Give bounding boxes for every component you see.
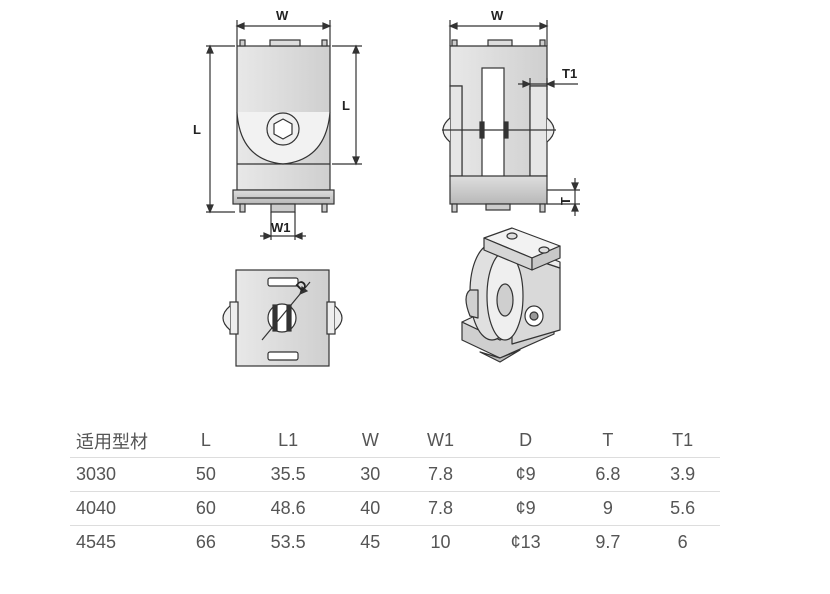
header-d: D	[519, 430, 533, 450]
table-row: 4040 60 48.6 40 7.8 ¢9 9 5.6	[70, 492, 720, 526]
cell-t1: 6	[677, 532, 688, 552]
front-width-label: W	[276, 8, 289, 23]
cell-l: 66	[195, 532, 216, 552]
header-w1: W1	[427, 430, 455, 450]
side-width-label: W	[491, 8, 504, 23]
side-t-label: T	[558, 197, 573, 205]
cell-l1: 35.5	[270, 464, 306, 484]
side-view: W T1 T	[442, 8, 580, 216]
technical-drawing: W L L	[193, 8, 580, 367]
header-l: L	[200, 430, 211, 450]
cell-l1: 48.6	[270, 498, 306, 518]
spec-table: 适用型材 L L1 W W1 D T T1 3030 50 35.5 30 7.…	[70, 424, 720, 559]
cell-profile: 4545	[76, 532, 117, 552]
cell-t: 9	[602, 498, 613, 518]
cell-l: 60	[195, 498, 216, 518]
cell-t: 6.8	[595, 464, 621, 484]
table-row: 4545 66 53.5 45 10 ¢13 9.7 6	[70, 526, 720, 560]
cell-d: ¢13	[510, 532, 541, 552]
cell-l1: 53.5	[270, 532, 306, 552]
cell-l: 50	[195, 464, 216, 484]
cell-w: 40	[360, 498, 381, 518]
cell-t1: 3.9	[670, 464, 696, 484]
table-row: 3030 50 35.5 30 7.8 ¢9 6.8 3.9	[70, 458, 720, 492]
cell-d: ¢9	[515, 498, 536, 518]
side-t1-label: T1	[562, 66, 577, 81]
front-slot-width-label: W1	[271, 220, 291, 235]
header-l1: L1	[278, 430, 299, 450]
front-length1-label: L	[342, 98, 350, 113]
top-view: D	[222, 269, 343, 367]
cell-profile: 4040	[76, 498, 117, 518]
front-length-label: L	[193, 122, 201, 137]
cell-w: 30	[360, 464, 381, 484]
table-header-row: 适用型材 L L1 W W1 D T T1	[70, 424, 720, 458]
cell-w1: 7.8	[428, 464, 454, 484]
header-t1: T1	[672, 430, 694, 450]
front-view: W L L	[193, 8, 362, 240]
cell-t1: 5.6	[670, 498, 696, 518]
cell-t: 9.7	[595, 532, 621, 552]
cell-d: ¢9	[515, 464, 536, 484]
cell-w1: 7.8	[428, 498, 454, 518]
isometric-view	[461, 227, 561, 363]
cell-w1: 10	[430, 532, 451, 552]
header-profile: 适用型材	[76, 431, 148, 452]
cell-profile: 3030	[76, 464, 117, 484]
header-w: W	[361, 430, 379, 450]
header-t: T	[602, 430, 614, 450]
cell-w: 45	[360, 532, 381, 552]
